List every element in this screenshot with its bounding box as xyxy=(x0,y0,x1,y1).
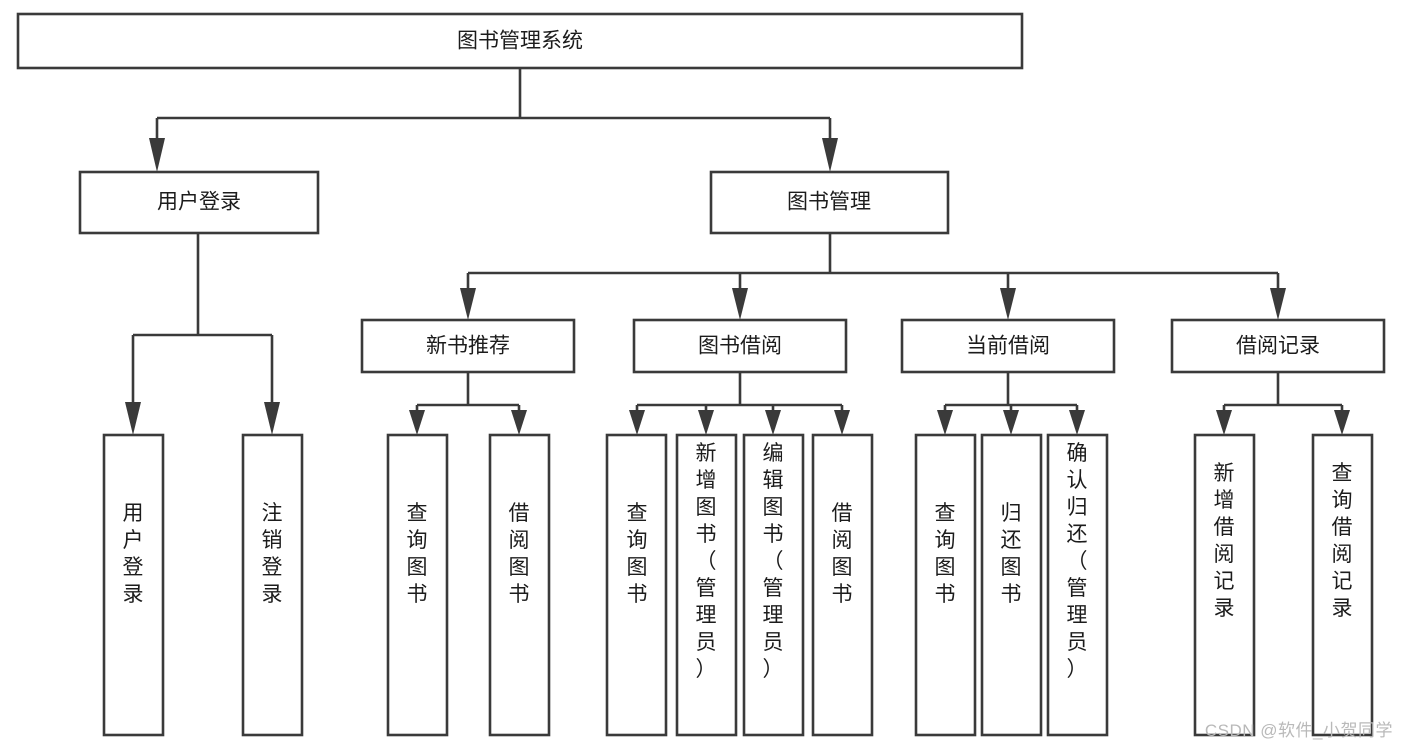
node-user-login[interactable]: 用户登录 xyxy=(78,170,320,235)
node-leaf-confirm-return-admin[interactable]: 确认归还（管理员） xyxy=(1046,433,1109,737)
node-leaf-user-logout[interactable]: 注销登录 xyxy=(241,433,304,737)
node-book-manage-label: 图书管理 xyxy=(787,191,871,214)
connector-group-borrow-record xyxy=(1216,372,1350,435)
arrow-head-leaf-borrow-book-2 xyxy=(834,410,850,435)
node-leaf-query-book-1[interactable]: 查询图书 xyxy=(386,433,449,737)
node-leaf-confirm-return-admin-box[interactable] xyxy=(1046,433,1109,737)
node-leaf-add-borrow-record-label: 新增借阅记录 xyxy=(1214,462,1235,620)
connector-group-book-manage xyxy=(460,233,1286,320)
arrow-head-book-manage xyxy=(822,138,838,172)
arrow-head-leaf-user-logout xyxy=(264,402,280,435)
node-leaf-borrow-book-1[interactable]: 借阅图书 xyxy=(488,433,551,737)
node-current-borrow-box[interactable] xyxy=(900,318,1116,374)
node-new-book-recommend-box[interactable] xyxy=(360,318,576,374)
connector-group-root xyxy=(149,68,838,172)
node-leaf-confirm-return-admin-label: 确认归还（管理员） xyxy=(1067,442,1088,681)
node-leaf-query-book-2-box[interactable] xyxy=(605,433,668,737)
node-leaf-borrow-book-2-label: 借阅图书 xyxy=(832,502,853,606)
node-leaf-add-book-admin-box[interactable] xyxy=(675,433,738,737)
node-leaf-query-book-3[interactable]: 查询图书 xyxy=(914,433,977,737)
connector-group-current-borrow xyxy=(937,372,1085,435)
arrow-head-book-borrow xyxy=(732,288,748,320)
node-book-borrow-label: 图书借阅 xyxy=(698,335,782,358)
node-current-borrow[interactable]: 当前借阅 xyxy=(900,318,1116,374)
node-leaf-query-book-2[interactable]: 查询图书 xyxy=(605,433,668,737)
node-leaf-edit-book-admin[interactable]: 编辑图书（管理员） xyxy=(742,433,805,737)
arrow-head-leaf-add-borrow-record xyxy=(1216,410,1232,435)
node-leaf-edit-book-admin-label: 编辑图书（管理员） xyxy=(763,442,784,681)
node-leaf-query-borrow-record[interactable]: 查询借阅记录 xyxy=(1311,433,1374,737)
node-book-manage-box[interactable] xyxy=(709,170,950,235)
connector-group-book-borrow xyxy=(629,372,850,435)
arrow-head-new-book-recommend xyxy=(460,288,476,320)
node-current-borrow-label: 当前借阅 xyxy=(966,335,1050,358)
node-leaf-borrow-book-1-label: 借阅图书 xyxy=(509,502,530,606)
arrow-head-current-borrow xyxy=(1000,288,1016,320)
node-leaf-return-book[interactable]: 归还图书 xyxy=(980,433,1043,737)
arrow-head-leaf-return-book xyxy=(1003,410,1019,435)
arrow-head-leaf-add-book-admin xyxy=(698,410,714,435)
node-leaf-return-book-label: 归还图书 xyxy=(1001,502,1022,606)
watermark-label: CSDN @软件_小贺同学 xyxy=(1204,721,1393,740)
connector-group-new-book-recommend xyxy=(409,372,527,435)
node-root-book-management-system[interactable]: 图书管理系统 xyxy=(16,12,1024,70)
node-book-borrow[interactable]: 图书借阅 xyxy=(632,318,848,374)
node-leaf-query-book-1-label: 查询图书 xyxy=(407,502,428,606)
node-user-login-box[interactable] xyxy=(78,170,320,235)
node-new-book-recommend[interactable]: 新书推荐 xyxy=(360,318,576,374)
node-leaf-query-book-2-label: 查询图书 xyxy=(627,502,648,606)
node-leaf-query-book-3-box[interactable] xyxy=(914,433,977,737)
node-leaf-user-login-box[interactable] xyxy=(102,433,165,737)
node-leaf-return-book-box[interactable] xyxy=(980,433,1043,737)
arrow-head-leaf-query-book-2 xyxy=(629,410,645,435)
arrow-head-leaf-query-borrow-record xyxy=(1334,410,1350,435)
node-leaf-borrow-book-1-box[interactable] xyxy=(488,433,551,737)
node-root-label: 图书管理系统 xyxy=(457,30,583,53)
node-user-login-label: 用户登录 xyxy=(157,191,241,214)
arrow-head-user-login xyxy=(149,138,165,172)
node-leaf-edit-book-admin-box[interactable] xyxy=(742,433,805,737)
node-borrow-record[interactable]: 借阅记录 xyxy=(1170,318,1386,374)
node-leaf-add-book-admin[interactable]: 新增图书（管理员） xyxy=(675,433,738,737)
node-root-box[interactable] xyxy=(16,12,1024,70)
node-leaf-query-borrow-record-box[interactable] xyxy=(1311,433,1374,737)
node-borrow-record-label: 借阅记录 xyxy=(1236,335,1320,358)
node-leaf-user-logout-label: 注销登录 xyxy=(262,502,283,606)
node-leaf-user-login[interactable]: 用户登录 xyxy=(102,433,165,737)
arrow-head-leaf-query-book-3 xyxy=(937,410,953,435)
node-new-book-recommend-label: 新书推荐 xyxy=(426,335,510,358)
arrow-head-leaf-borrow-book-1 xyxy=(511,410,527,435)
node-leaf-query-book-3-label: 查询图书 xyxy=(935,502,956,606)
arrow-head-leaf-user-login xyxy=(125,402,141,435)
arrow-head-leaf-query-book-1 xyxy=(409,410,425,435)
arrow-head-leaf-confirm-return-admin xyxy=(1069,410,1085,435)
node-leaf-query-borrow-record-label: 查询借阅记录 xyxy=(1332,462,1353,620)
node-leaf-add-borrow-record-box[interactable] xyxy=(1193,433,1256,737)
node-leaf-borrow-book-2[interactable]: 借阅图书 xyxy=(811,433,874,737)
node-leaf-add-borrow-record[interactable]: 新增借阅记录 xyxy=(1193,433,1256,737)
arrow-head-borrow-record xyxy=(1270,288,1286,320)
node-leaf-user-login-label: 用户登录 xyxy=(123,502,144,606)
node-leaf-user-logout-box[interactable] xyxy=(241,433,304,737)
connector-group-user-login xyxy=(125,233,280,435)
node-leaf-borrow-book-2-box[interactable] xyxy=(811,433,874,737)
arrow-head-leaf-edit-book-admin xyxy=(765,410,781,435)
node-leaf-query-book-1-box[interactable] xyxy=(386,433,449,737)
node-book-borrow-box[interactable] xyxy=(632,318,848,374)
node-leaf-add-book-admin-label: 新增图书（管理员） xyxy=(696,442,717,681)
node-borrow-record-box[interactable] xyxy=(1170,318,1386,374)
node-book-manage[interactable]: 图书管理 xyxy=(709,170,950,235)
